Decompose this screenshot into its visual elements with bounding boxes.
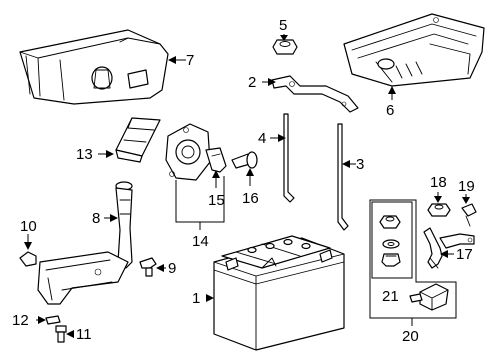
callout-13: 13 (76, 146, 93, 163)
hold-down-bracket-drawing (271, 75, 359, 113)
callout-20: 20 (402, 328, 419, 345)
clip-12-drawing (45, 315, 61, 325)
leader-lines (24, 34, 470, 338)
bolt-16-drawing (231, 151, 258, 169)
callout-7: 7 (186, 52, 194, 69)
terminal-stud-drawing (381, 253, 401, 267)
callout-16: 16 (242, 190, 259, 207)
callout-6: 6 (386, 102, 394, 119)
kit-box-20 (369, 199, 457, 319)
callout-17: 17 (456, 246, 473, 263)
callout-3: 3 (356, 156, 364, 173)
callout-19: 19 (458, 178, 475, 195)
terminal-nut-drawing (379, 215, 401, 229)
callout-11: 11 (76, 326, 92, 343)
vent-tube-drawing (115, 181, 133, 269)
battery-drawing (213, 235, 345, 351)
callout-1: 1 (192, 290, 200, 307)
bolt-11-drawing (55, 325, 67, 343)
vent-duct-drawing (37, 251, 129, 305)
terminal-washer-drawing (382, 239, 400, 249)
callout-9: 9 (168, 260, 176, 277)
callout-5: 5 (279, 17, 287, 34)
nut-5-drawing (272, 39, 298, 55)
callout-8: 8 (92, 210, 100, 227)
callout-4: 4 (258, 130, 266, 147)
callout-12: 12 (12, 312, 29, 329)
callout-15: 15 (208, 192, 225, 209)
battery-tray-drawing (343, 13, 485, 87)
bolt-9-drawing (139, 257, 157, 277)
vent-cap-drawing (115, 117, 161, 163)
plug-10-drawing (19, 251, 37, 267)
sensor-bracket-drawing (165, 123, 227, 181)
callout-14: 14 (192, 233, 209, 250)
callout-labels: 1 2 3 4 5 6 7 8 9 10 11 12 13 14 15 16 1… (12, 17, 475, 345)
callout-10: 10 (20, 218, 37, 235)
kit-box-21 (371, 201, 413, 279)
callout-18: 18 (430, 174, 447, 191)
bolt-19-drawing (461, 203, 477, 227)
hold-down-rod-4-drawing (283, 113, 295, 203)
terminal-clamp-drawing (409, 283, 449, 311)
hold-down-rod-3-drawing (337, 123, 349, 231)
battery-cable-drawing (423, 227, 475, 269)
battery-insulator-drawing (19, 29, 169, 105)
callout-2: 2 (248, 74, 256, 91)
nut-18-drawing (427, 203, 451, 217)
callout-21: 21 (382, 288, 399, 305)
